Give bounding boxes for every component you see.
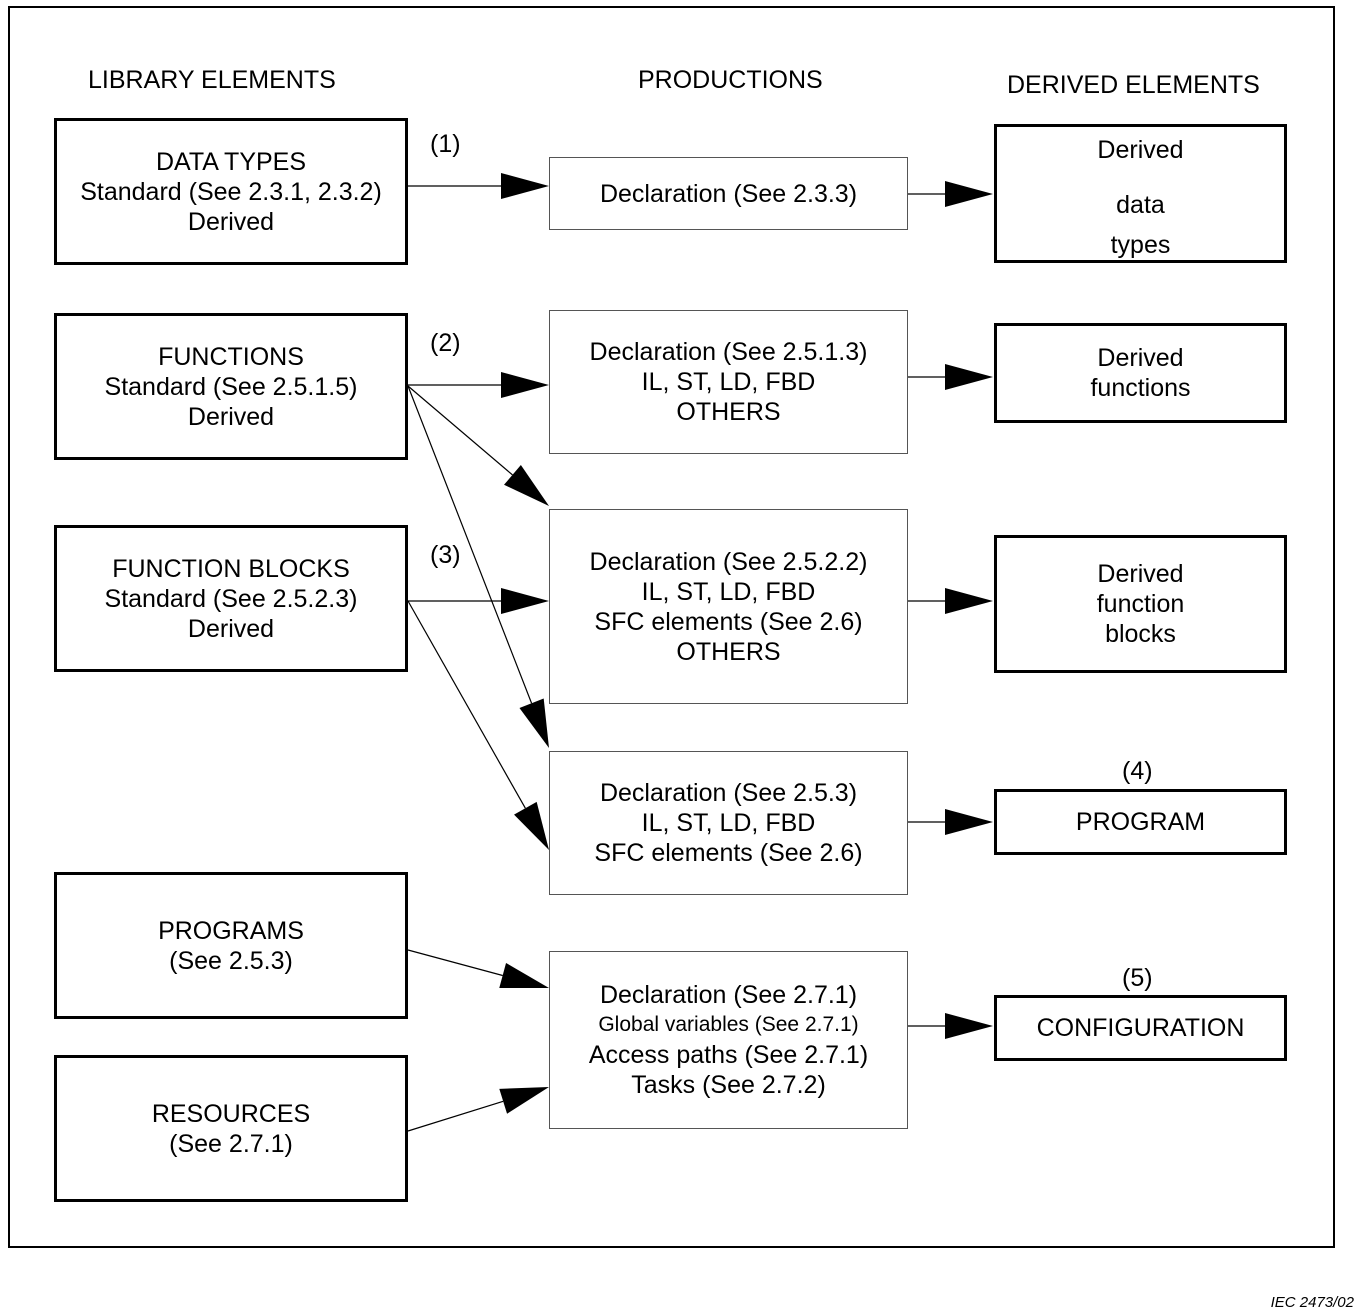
production-data-type-declaration-line: Declaration (See 2.3.3) bbox=[599, 179, 858, 208]
annotation-4: (4) bbox=[1122, 757, 1153, 785]
arrow-programs-to-config-declaration-line bbox=[407, 949, 503, 977]
production-function-declaration-box: Declaration (See 2.5.1.3) IL, ST, LD, FB… bbox=[549, 310, 908, 454]
arrow-program-declaration-to-program-head bbox=[945, 809, 993, 835]
header-productions: PRODUCTIONS bbox=[638, 66, 823, 94]
arrow-function-blocks-to-program-declaration bbox=[407, 600, 549, 850]
library-data-types-box: DATA TYPES Standard (See 2.3.1, 2.3.2) D… bbox=[54, 118, 408, 265]
arrow-function-blocks-to-declaration bbox=[408, 588, 549, 614]
derived-functions-line-1: Derived bbox=[1097, 344, 1184, 372]
arrow-resources-to-config-declaration-head bbox=[499, 1087, 549, 1114]
arrow-data-type-declaration-to-derived-head bbox=[945, 181, 993, 207]
library-data-types-title: DATA TYPES bbox=[155, 147, 307, 176]
arrow-fb-declaration-to-derived bbox=[908, 588, 993, 614]
arrow-program-declaration-to-program bbox=[908, 809, 993, 835]
library-function-blocks-standard: Standard (See 2.5.2.3) bbox=[104, 584, 358, 613]
arrow-functions-to-program-declaration-head bbox=[519, 698, 549, 748]
arrow-data-types-to-declaration-head bbox=[501, 173, 549, 199]
production-program-declaration-box: Declaration (See 2.5.3) IL, ST, LD, FBD … bbox=[549, 751, 908, 895]
production-function-block-others-line: OTHERS bbox=[676, 637, 781, 666]
arrow-function-blocks-to-declaration-head bbox=[501, 588, 549, 614]
arrow-config-declaration-to-configuration bbox=[908, 1013, 993, 1039]
derived-function-blocks-line-2: function bbox=[1096, 590, 1185, 618]
arrow-data-types-to-declaration bbox=[408, 173, 549, 199]
arrow-config-declaration-to-configuration-head bbox=[945, 1013, 993, 1039]
library-programs-ref: (See 2.5.3) bbox=[169, 946, 293, 975]
derived-configuration-label: CONFIGURATION bbox=[1036, 1014, 1245, 1042]
header-derived-elements: DERIVED ELEMENTS bbox=[1007, 71, 1260, 99]
annotation-2: (2) bbox=[430, 329, 461, 357]
arrow-functions-to-fb-declaration bbox=[407, 385, 549, 506]
library-resources-ref: (See 2.7.1) bbox=[169, 1129, 293, 1158]
library-programs-box: PROGRAMS (See 2.5.3) bbox=[54, 872, 408, 1019]
production-configuration-declaration-line: Declaration (See 2.7.1) bbox=[599, 981, 858, 1009]
arrow-functions-to-declaration bbox=[408, 372, 549, 398]
library-resources-box: RESOURCES (See 2.7.1) bbox=[54, 1055, 408, 1202]
production-function-declaration-line: Declaration (See 2.5.1.3) bbox=[589, 338, 868, 366]
annotation-1: (1) bbox=[430, 130, 461, 158]
arrow-functions-to-program-declaration-line bbox=[407, 385, 533, 704]
production-configuration-global-variables-line: Global variables (See 2.7.1) bbox=[598, 1013, 859, 1036]
derived-function-blocks-line-3: blocks bbox=[1105, 620, 1176, 648]
arrow-resources-to-config-declaration bbox=[407, 1087, 549, 1132]
derived-program-box: PROGRAM bbox=[994, 789, 1287, 855]
production-data-type-declaration-box: Declaration (See 2.3.3) bbox=[549, 157, 908, 230]
arrow-functions-to-fb-declaration-head bbox=[504, 464, 549, 506]
library-programs-title: PROGRAMS bbox=[158, 916, 304, 945]
production-function-block-languages-line: IL, ST, LD, FBD bbox=[641, 577, 816, 606]
annotation-5: (5) bbox=[1122, 964, 1153, 992]
arrow-function-declaration-to-derived-head bbox=[945, 364, 993, 390]
production-function-block-declaration-line: Declaration (See 2.5.2.2) bbox=[589, 547, 868, 576]
production-function-languages-line: IL, ST, LD, FBD bbox=[641, 368, 816, 396]
arrow-fb-declaration-to-derived-head bbox=[945, 588, 993, 614]
production-configuration-declaration-box: Declaration (See 2.7.1) Global variables… bbox=[549, 951, 908, 1129]
arrow-function-declaration-to-derived bbox=[908, 364, 993, 390]
derived-data-types-line-1: Derived bbox=[1097, 136, 1184, 164]
production-function-others-line: OTHERS bbox=[676, 398, 781, 426]
derived-data-types-line-3: types bbox=[1110, 231, 1171, 259]
arrow-function-blocks-to-program-declaration-line bbox=[407, 600, 526, 809]
library-function-blocks-derived: Derived bbox=[187, 614, 275, 643]
arrow-programs-to-config-declaration-head bbox=[499, 962, 549, 989]
arrow-functions-to-fb-declaration-line bbox=[407, 385, 513, 476]
library-functions-box: FUNCTIONS Standard (See 2.5.1.5) Derived bbox=[54, 313, 408, 460]
production-function-block-declaration-box: Declaration (See 2.5.2.2) IL, ST, LD, FB… bbox=[549, 509, 908, 704]
production-configuration-tasks-line: Tasks (See 2.7.2) bbox=[631, 1071, 826, 1099]
library-functions-title: FUNCTIONS bbox=[158, 342, 304, 371]
derived-function-blocks-box: Derived function blocks bbox=[994, 535, 1287, 673]
library-resources-title: RESOURCES bbox=[151, 1099, 311, 1128]
arrow-resources-to-config-declaration-line bbox=[407, 1100, 504, 1132]
production-program-sfc-line: SFC elements (See 2.6) bbox=[594, 839, 863, 867]
derived-program-label: PROGRAM bbox=[1075, 808, 1206, 836]
production-configuration-access-paths-line: Access paths (See 2.7.1) bbox=[588, 1041, 869, 1069]
library-data-types-derived: Derived bbox=[187, 207, 275, 236]
arrow-functions-to-program-declaration bbox=[407, 385, 549, 748]
arrow-functions-to-declaration-head bbox=[501, 372, 549, 398]
arrow-programs-to-config-declaration bbox=[407, 949, 549, 989]
figure-reference: IEC 2473/02 bbox=[1270, 1294, 1354, 1311]
derived-data-types-box: Derived data types bbox=[994, 124, 1287, 263]
production-program-declaration-line: Declaration (See 2.5.3) bbox=[599, 779, 858, 807]
derived-function-blocks-line-1: Derived bbox=[1097, 560, 1184, 588]
derived-configuration-box: CONFIGURATION bbox=[994, 995, 1287, 1061]
production-program-languages-line: IL, ST, LD, FBD bbox=[641, 809, 816, 837]
diagram-frame bbox=[8, 6, 1335, 1248]
arrow-data-type-declaration-to-derived bbox=[908, 181, 993, 207]
library-function-blocks-box: FUNCTION BLOCKS Standard (See 2.5.2.3) D… bbox=[54, 525, 408, 672]
library-functions-standard: Standard (See 2.5.1.5) bbox=[104, 372, 358, 401]
library-functions-derived: Derived bbox=[187, 402, 275, 431]
header-library-elements: LIBRARY ELEMENTS bbox=[88, 66, 336, 94]
derived-data-types-line-2: data bbox=[1116, 191, 1165, 219]
derived-functions-box: Derived functions bbox=[994, 323, 1287, 423]
arrow-function-blocks-to-program-declaration-head bbox=[514, 801, 549, 850]
library-data-types-standard: Standard (See 2.3.1, 2.3.2) bbox=[80, 177, 382, 206]
annotation-3: (3) bbox=[430, 541, 461, 569]
derived-functions-line-2: functions bbox=[1090, 374, 1191, 402]
production-function-block-sfc-line: SFC elements (See 2.6) bbox=[594, 607, 863, 636]
library-function-blocks-title: FUNCTION BLOCKS bbox=[112, 554, 350, 583]
